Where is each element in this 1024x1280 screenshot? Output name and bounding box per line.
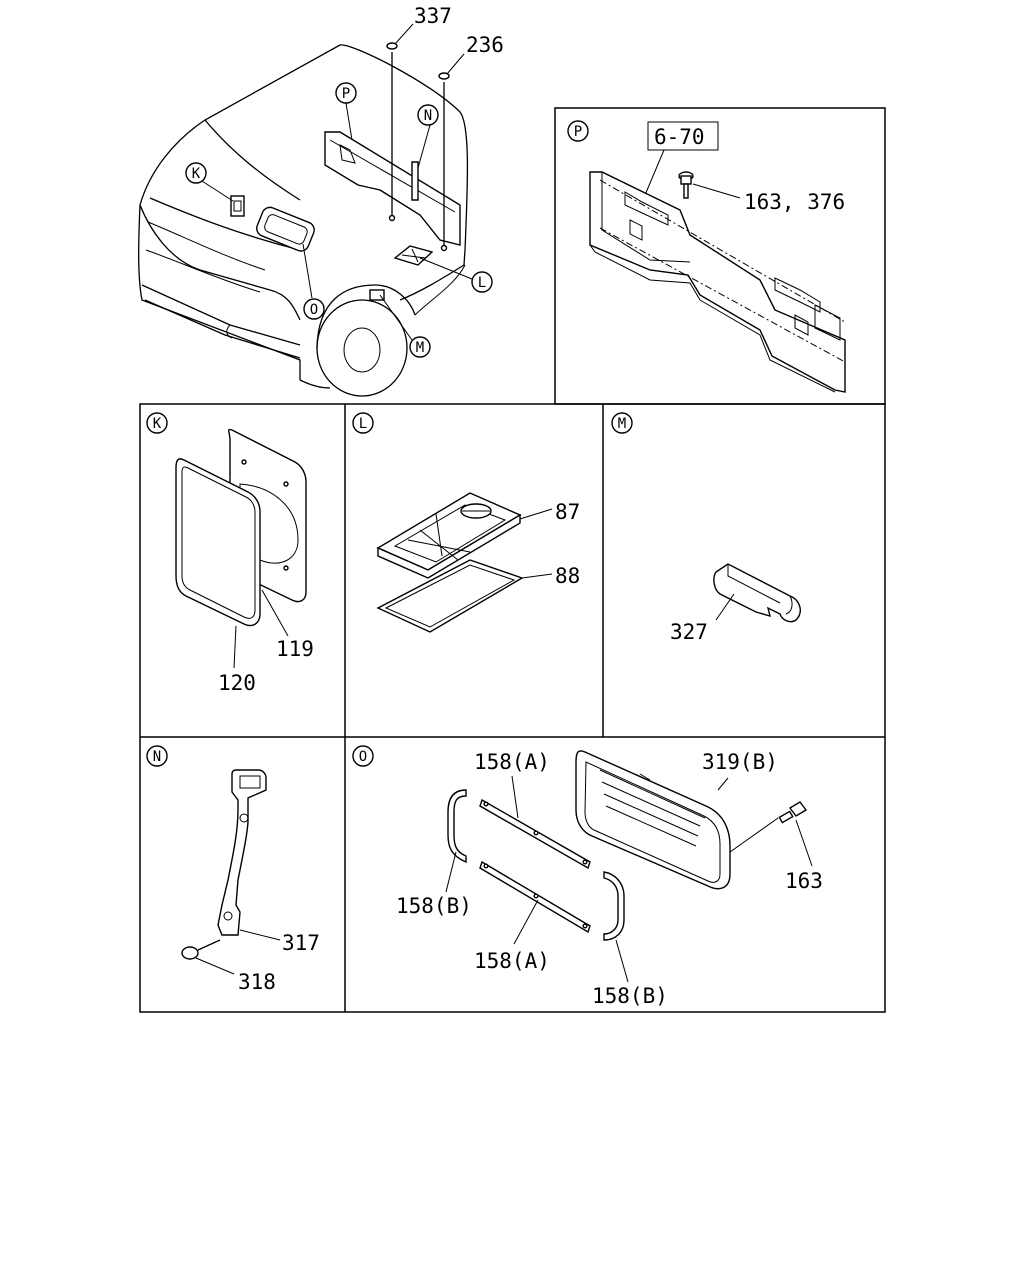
panel-p-marker: P — [574, 124, 582, 140]
reference-6-70: 6-70 — [654, 125, 705, 149]
callout-327: 327 — [670, 620, 708, 644]
panel-frames — [139, 107, 886, 1013]
callout-120: 120 — [218, 671, 256, 695]
panel-k-marker: K — [153, 416, 162, 432]
svg-text:L: L — [478, 275, 486, 291]
callout-236: 236 — [466, 33, 504, 57]
callout-158a-top: 158(A) — [474, 750, 550, 774]
callout-87: 87 — [555, 500, 580, 524]
panel-n-marker: N — [153, 749, 161, 765]
callout-319b: 319(B) — [702, 750, 778, 774]
panel-n: N — [146, 745, 281, 975]
panel-m: M — [611, 412, 801, 623]
marker-l-overview: L — [471, 271, 493, 293]
svg-text:M: M — [416, 340, 424, 356]
marker-n-overview: N — [417, 104, 439, 126]
callout-163: 163 — [785, 869, 823, 893]
van-overview-illustration — [138, 23, 473, 397]
panel-p: P 6-70 — [567, 120, 846, 393]
panel-o: O — [352, 745, 813, 983]
svg-text:K: K — [192, 166, 201, 182]
svg-text:P: P — [342, 86, 350, 102]
callout-158a-bottom: 158(A) — [474, 949, 550, 973]
callout-88: 88 — [555, 564, 580, 588]
callout-337: 337 — [414, 4, 452, 28]
marker-o-overview: O — [303, 298, 325, 320]
callout-158b-right: 158(B) — [592, 984, 668, 1008]
callout-317: 317 — [282, 931, 320, 955]
svg-text:O: O — [310, 302, 318, 318]
callout-163-376: 163, 376 — [744, 190, 845, 214]
panel-m-marker: M — [618, 416, 626, 432]
panel-o-marker: O — [359, 749, 367, 765]
panel-l: L — [352, 412, 553, 633]
panel-l-marker: L — [359, 416, 367, 432]
callout-119: 119 — [276, 637, 314, 661]
marker-p-overview: P — [335, 82, 357, 104]
callout-158b-left: 158(B) — [396, 894, 472, 918]
svg-text:N: N — [424, 108, 432, 124]
callout-318: 318 — [238, 970, 276, 994]
panel-k: K — [146, 412, 307, 669]
marker-m-overview: M — [409, 336, 431, 358]
marker-k-overview: K — [185, 162, 207, 184]
